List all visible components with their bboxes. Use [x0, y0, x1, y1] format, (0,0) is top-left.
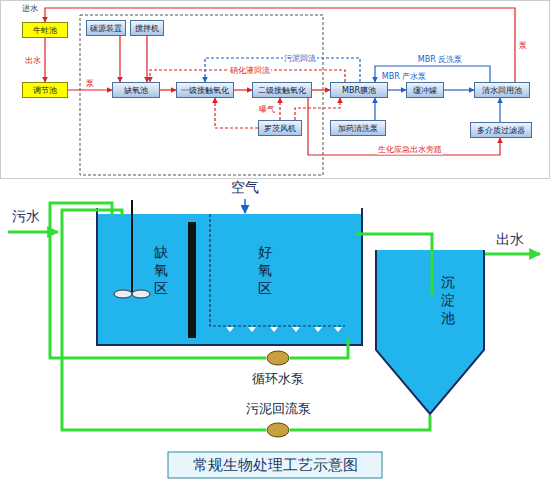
node-text: 循环水泵 — [252, 370, 304, 388]
process-box: 缓冲罐 — [406, 82, 444, 98]
process-box: 加药清洗泵 — [330, 120, 386, 136]
connector — [119, 36, 120, 82]
edge-label: MBR 反洗泵 — [417, 54, 464, 65]
text-label: 进水 — [21, 3, 39, 14]
node-text: 牛蛙池 — [33, 25, 57, 36]
tank-zone: 好氧区 — [200, 216, 355, 338]
diffusers — [226, 327, 342, 332]
connector — [62, 210, 266, 430]
text-label: 出水 — [495, 231, 525, 249]
connector — [160, 89, 176, 90]
node-text: 缺氧池 — [124, 85, 148, 96]
edge-label: 曝气 — [258, 104, 276, 115]
node-text: 多介质过滤器 — [477, 125, 525, 136]
pond-box: 调节池 — [22, 82, 68, 98]
node-text: 搅拌机 — [135, 23, 159, 34]
node-text: 罗茨风机 — [264, 123, 296, 134]
pump-outline — [266, 422, 290, 438]
connector — [279, 98, 280, 120]
text-label: 污水 — [11, 208, 41, 226]
process-box: 一级接触氧化 — [176, 82, 234, 98]
connector — [68, 89, 112, 90]
process-box: 多介质过滤器 — [470, 122, 532, 138]
pump-symbol: 污泥回流泵 — [266, 422, 290, 438]
process-box: 搅拌机 — [130, 20, 164, 36]
connector — [374, 98, 375, 120]
node-text: 加药清洗泵 — [338, 123, 378, 134]
connector — [444, 89, 474, 90]
node-text: 沉淀池 — [441, 274, 455, 328]
baffle — [188, 222, 196, 338]
outlet-pipe — [485, 253, 540, 256]
caption: 常规生物处理工艺示意图 — [192, 456, 359, 475]
tank-outline — [97, 208, 362, 345]
connector — [45, 8, 515, 82]
edge-label: 硝化液回流 — [229, 65, 271, 76]
node-text: 缺氧区 — [154, 244, 168, 298]
edge-label: 出水 — [24, 55, 42, 66]
connector — [312, 89, 330, 90]
node-text: 调节池 — [33, 85, 57, 96]
connector — [375, 66, 490, 82]
edge-label: 生化应急出水旁路 — [377, 144, 443, 155]
edge-label: 泵 — [85, 78, 95, 89]
tank-zone: 缺氧区 — [100, 216, 186, 338]
edge-label: 污泥回流 — [283, 53, 317, 64]
connector — [146, 36, 147, 82]
connector — [355, 234, 432, 250]
process-box: 碳源装置 — [86, 20, 126, 36]
node-text: 缓冲罐 — [413, 85, 437, 96]
process-box: 清水回用池 — [474, 82, 530, 98]
connector — [388, 89, 406, 90]
connector — [234, 89, 252, 90]
node-text: 二级接触氧化 — [258, 85, 306, 96]
process-box: 二级接触氧化 — [252, 82, 312, 98]
process-box: MBR膜池 — [330, 82, 388, 98]
process-box: 罗茨风机 — [258, 120, 302, 136]
group-frame — [80, 15, 323, 175]
connector — [499, 98, 500, 122]
node-text: 一级接触氧化 — [181, 85, 229, 96]
pump-outline — [266, 350, 290, 366]
node-text: 污泥回流泵 — [246, 400, 311, 418]
connector — [295, 98, 340, 120]
node-text: 碳源装置 — [90, 23, 122, 34]
connector — [290, 338, 348, 358]
node-text: 清水回用池 — [482, 85, 522, 96]
air-pipe — [210, 214, 345, 326]
panel-frame — [1, 1, 550, 179]
pump-symbol: 循环水泵 — [266, 350, 290, 366]
edge-label: MBR 产水泵 — [381, 71, 428, 82]
node-text: MBR膜池 — [342, 85, 376, 96]
connector — [50, 203, 266, 358]
text-label: 空气 — [230, 179, 260, 197]
connector — [290, 415, 430, 430]
connector — [215, 98, 258, 128]
pond-box: 牛蛙池 — [22, 22, 68, 38]
mixer-blade — [132, 290, 150, 298]
clarifier-outline — [375, 250, 485, 415]
mixer-blade — [114, 290, 132, 298]
tank-water — [97, 214, 362, 345]
caption-frame — [168, 452, 382, 478]
clarifier: 沉淀池 — [375, 250, 485, 415]
air-arrow — [244, 199, 246, 213]
process-box: 缺氧池 — [112, 82, 160, 98]
mixer-shaft — [131, 200, 133, 292]
edge-label: 泵 — [518, 40, 528, 51]
connector — [44, 38, 45, 82]
node-text: 好氧区 — [258, 244, 272, 298]
